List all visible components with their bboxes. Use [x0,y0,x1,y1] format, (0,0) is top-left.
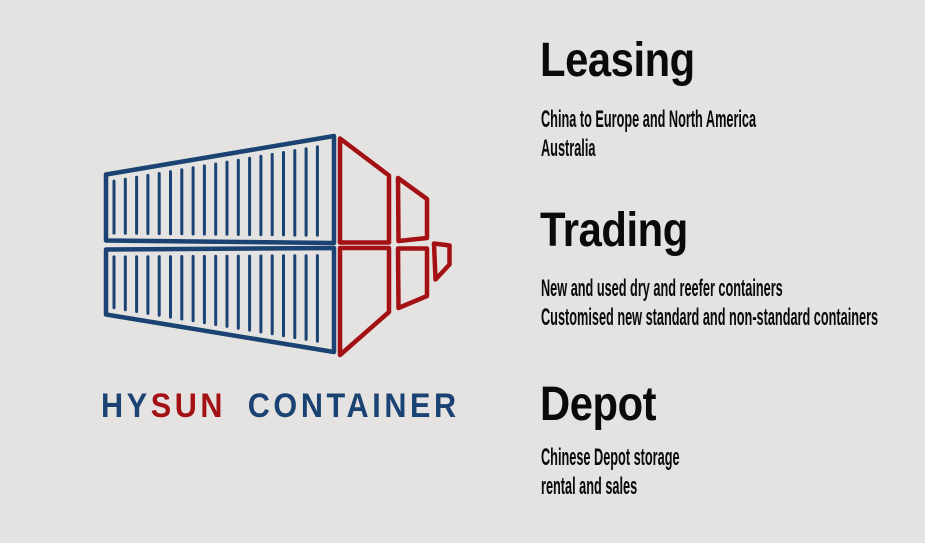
section-lines-depot: Chinese Depot storage rental and sales [541,443,680,501]
wordmark-hy: HY [101,387,151,425]
end-face-bottom-far [395,246,430,311]
end-face-bottom-farthest [431,241,452,282]
end-face-bottom-near [337,245,392,358]
trading-line-1: New and used dry and reefer containers [541,275,783,302]
leasing-line-1: China to Europe and North America [541,106,757,133]
end-face-top-near [337,136,392,245]
end-face-top-far [395,175,430,244]
section-title-depot: Depot [540,378,657,431]
top-container-side [103,133,337,246]
section-lines-leasing: China to Europe and North America Austra… [541,105,756,163]
section-title-trading: Trading [540,204,688,257]
bottom-corrugation-lines [112,254,319,343]
trading-line-2: Customised new standard and non-standard… [541,304,879,331]
section-title-leasing: Leasing [540,34,695,87]
wordmark-container: CONTAINER [247,387,460,425]
leasing-line-2: Australia [541,135,596,162]
container-end-panels [337,136,452,358]
brand-wordmark: HYSUN CONTAINER [101,389,460,423]
depot-line-2: rental and sales [541,473,638,500]
wordmark-sun: SUN [150,387,227,425]
top-corrugation-lines [112,145,319,237]
container-side-panels [103,133,337,355]
bottom-container-side [103,245,337,355]
depot-line-1: Chinese Depot storage [541,444,680,471]
section-lines-trading: New and used dry and reefer containers C… [541,274,878,332]
